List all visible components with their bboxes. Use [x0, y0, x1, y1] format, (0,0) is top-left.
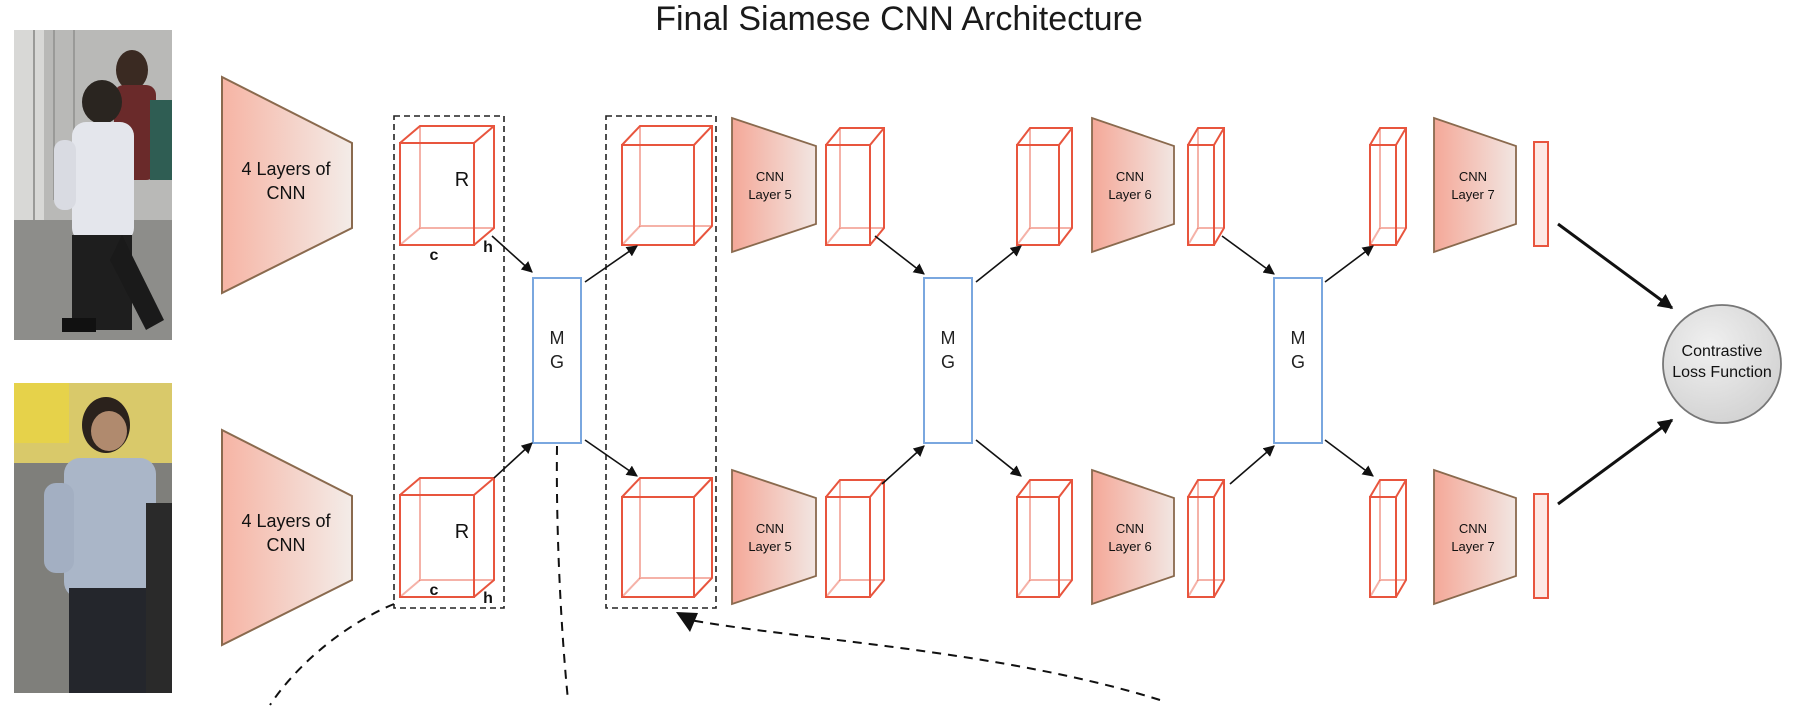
svg-text:Layer 5: Layer 5: [748, 187, 791, 202]
arrows: [491, 235, 1374, 485]
cnn4-bottom-line2: CNN: [267, 535, 306, 555]
svg-text:Layer 6: Layer 6: [1108, 539, 1151, 554]
r-label-bottom: R: [455, 521, 469, 543]
bottom-input-photo: [14, 383, 172, 693]
cube-l6-out-top: [1187, 127, 1225, 246]
svg-text:G: G: [1291, 352, 1305, 372]
cube-after-mg2-top: [1016, 127, 1073, 246]
cube-l5-out-bottom: [825, 479, 885, 598]
feature-vector-top: [1533, 141, 1549, 247]
dashed-annotation-curves: [269, 445, 1161, 706]
mg-block-2: M G: [923, 277, 973, 444]
cnn4-top-line2: CNN: [267, 183, 306, 203]
cube-after-mg2-bottom: [1016, 479, 1073, 598]
curve-arrow-head: [676, 612, 698, 632]
r-cube-top: [399, 125, 495, 246]
svg-text:Layer 7: Layer 7: [1451, 187, 1494, 202]
svg-text:M: M: [1291, 328, 1306, 348]
cube-l5-out-top: [825, 127, 885, 246]
cube-after-mg1-top: [621, 125, 713, 246]
mg-block-3: M G: [1273, 277, 1323, 444]
dashed-box-left: [393, 115, 505, 609]
svg-text:CNN: CNN: [1116, 169, 1144, 184]
cnn-layer5-top: CNN Layer 5: [731, 116, 817, 254]
mg-block-1: M G: [532, 277, 582, 444]
cnn-layer5-bottom: CNN Layer 5: [731, 468, 817, 606]
r-label-top: R: [455, 169, 469, 191]
svg-text:M: M: [550, 328, 565, 348]
svg-text:CNN: CNN: [1459, 521, 1487, 536]
svg-text:Layer 6: Layer 6: [1108, 187, 1151, 202]
cnn-layer6-bottom: CNN Layer 6: [1091, 468, 1175, 606]
dashed-box-right: [605, 115, 717, 609]
svg-text:G: G: [550, 352, 564, 372]
contrastive-loss-node: Contrastive Loss Function: [1662, 304, 1782, 424]
cube-l6-out-bottom: [1187, 479, 1225, 598]
loss-arrows: [1557, 222, 1674, 506]
c-label-bottom: c: [430, 582, 439, 599]
feature-vector-bottom: [1533, 493, 1549, 599]
svg-text:Layer 7: Layer 7: [1451, 539, 1494, 554]
cnn4-bottom-line1: 4 Layers of: [241, 511, 331, 531]
cube-after-mg3-top: [1369, 127, 1407, 246]
svg-text:CNN: CNN: [1459, 169, 1487, 184]
cnn-layer6-top: CNN Layer 6: [1091, 116, 1175, 254]
c-label-top: c: [430, 247, 439, 264]
h-label-bottom: h: [483, 590, 493, 607]
top-input-photo: [14, 30, 172, 340]
cnn-layer7-top: CNN Layer 7: [1433, 116, 1517, 254]
svg-text:Layer 5: Layer 5: [748, 539, 791, 554]
r-cube-bottom: [399, 477, 495, 598]
svg-text:G: G: [941, 352, 955, 372]
svg-text:M: M: [941, 328, 956, 348]
cube-after-mg3-bottom: [1369, 479, 1407, 598]
cnn-4-layers-bottom: 4 Layers of CNN: [221, 428, 353, 647]
svg-text:Contrastive: Contrastive: [1682, 343, 1763, 360]
cnn-4-layers-top: 4 Layers of CNN: [221, 75, 353, 295]
cube-after-mg1-bottom: [621, 477, 713, 598]
h-label-top: h: [483, 239, 493, 256]
svg-text:CNN: CNN: [756, 521, 784, 536]
svg-text:Loss Function: Loss Function: [1672, 364, 1772, 381]
cnn-layer7-bottom: CNN Layer 7: [1433, 468, 1517, 606]
diagram-title: Final Siamese CNN Architecture: [655, 0, 1143, 38]
svg-text:CNN: CNN: [756, 169, 784, 184]
svg-text:CNN: CNN: [1116, 521, 1144, 536]
cnn4-top-line1: 4 Layers of: [241, 159, 331, 179]
